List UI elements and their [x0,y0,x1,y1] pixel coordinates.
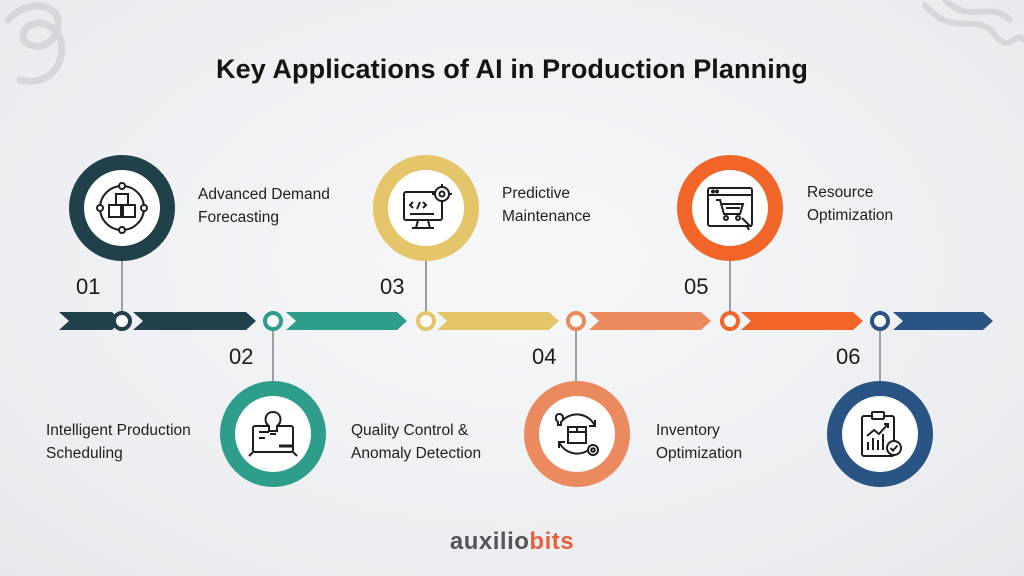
timeline-dots [112,311,890,331]
brand-logo-part2: bits [529,528,575,555]
step-number-3: 03 [380,274,405,299]
brand-logo: auxiliobits [0,528,1024,556]
timeline-dot-1 [112,311,132,331]
decorative-squiggle-left [4,2,66,85]
timeline-arrow-4 [589,312,711,330]
timeline-arrow-1b [133,312,256,330]
timeline-stems [121,256,881,386]
step-number-6: 06 [836,344,861,369]
monitor-code-gear-icon [403,184,452,229]
timeline-arrow-1 [59,312,122,330]
step-number-4: 04 [532,344,557,369]
step-circle-5 [677,155,783,261]
timeline-dot-6 [870,311,890,331]
step-label-3: Predictive Maintenance [502,185,591,225]
timeline-dot-3 [416,311,436,331]
step-number-5: 05 [684,274,709,299]
timeline-dot-4 [566,311,586,331]
step-label-5: Resource Optimization [807,184,894,224]
step-label-1: Advanced Demand Forecasting [198,186,330,226]
brand-logo-part1: auxilio [449,528,530,555]
browser-cart-icon [707,187,753,231]
step-number-2: 02 [229,344,254,369]
step-label-4: Inventory Optimization [656,422,743,462]
blueprint-lightbulb-icon [248,410,298,457]
timeline-arrow-2 [286,312,407,330]
timeline-arrow-5 [741,312,863,330]
clipboard-chart-icon [861,411,902,457]
step-circle-4 [524,381,630,487]
box-cycle-icon [554,412,599,456]
timeline-arrow-3 [437,312,559,330]
step-circle-3 [373,155,479,261]
page-title: Key Applications of AI in Production Pla… [215,54,808,84]
step-label-2: Intelligent Production Scheduling [46,422,191,462]
decorative-squiggle-right [922,0,1024,46]
step-circle-6 [827,381,933,487]
step-number-1: 01 [76,274,101,299]
cubes-network-icon [96,182,148,234]
timeline-dot-5 [720,311,740,331]
step-label-extra: Quality Control & Anomaly Detection [351,422,482,462]
step-circle-2 [220,381,326,487]
timeline-arrow-6 [893,312,993,330]
step-circle-1 [69,155,175,261]
timeline-arrows [59,312,993,330]
timeline-dot-2 [263,311,283,331]
